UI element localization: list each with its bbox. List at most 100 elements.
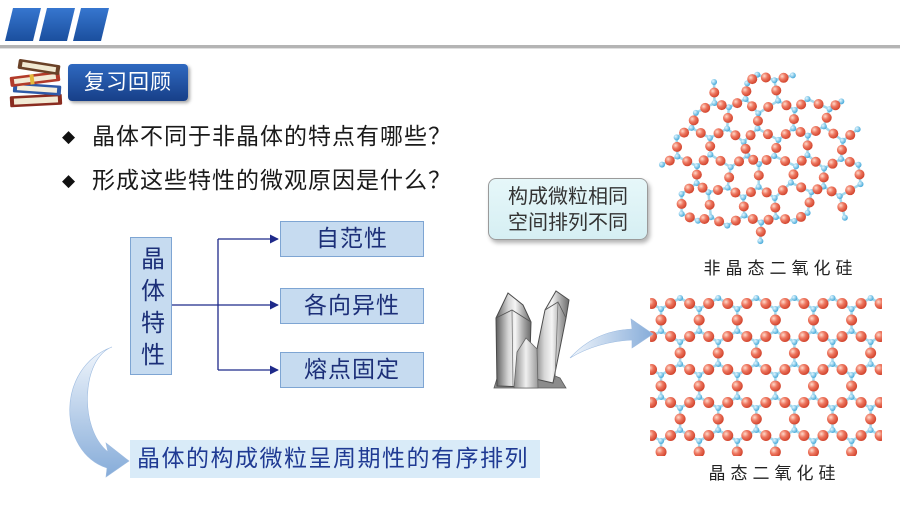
blue-atom (810, 438, 817, 444)
red-atom (700, 102, 711, 113)
blue-atom (658, 438, 665, 444)
blue-atom (734, 306, 741, 312)
red-atom (826, 186, 837, 197)
red-atom (760, 72, 771, 83)
blue-atom (793, 163, 800, 170)
red-atom (837, 201, 848, 212)
red-atom (703, 397, 715, 408)
red-atom (874, 397, 882, 408)
red-atom (712, 184, 723, 195)
red-atom (884, 381, 895, 392)
red-atom (760, 397, 772, 408)
red-atom (655, 446, 667, 456)
red-atom (646, 463, 657, 474)
book (9, 93, 63, 108)
blue-atom (696, 394, 703, 400)
red-atom (781, 100, 792, 111)
amorphous-silica-structure (658, 71, 865, 245)
blue-atom (836, 193, 843, 200)
red-atom (730, 130, 741, 141)
blue-atom (734, 438, 741, 444)
red-atom (874, 364, 882, 375)
red-atom (741, 298, 753, 309)
blue-atom (867, 295, 874, 301)
red-atom (821, 112, 832, 123)
book (17, 58, 61, 76)
property-box-self-shaping: 自范性 (280, 221, 424, 257)
red-atom (778, 72, 789, 83)
red-atom (874, 331, 882, 342)
red-atom (788, 114, 799, 125)
conclusion-box: 晶体的构成微粒呈周期性的有序排列 (130, 440, 540, 478)
red-atom (780, 129, 791, 140)
red-atom (679, 127, 690, 138)
blue-atom (706, 134, 713, 141)
red-atom (703, 364, 715, 375)
red-atom (846, 314, 858, 326)
blue-atom (677, 295, 684, 301)
blue-atom (724, 184, 731, 191)
red-atom (827, 158, 838, 169)
crystal-prism (513, 337, 539, 389)
red-atom (855, 397, 867, 408)
blue-atom (658, 372, 665, 378)
blue-atom (772, 328, 779, 334)
red-atom (741, 430, 753, 441)
blue-atom (791, 106, 798, 113)
blue-atom (658, 460, 664, 466)
blue-atom (867, 427, 874, 433)
red-atom (798, 397, 810, 408)
red-atom (748, 154, 759, 165)
red-atom (769, 446, 781, 456)
blue-atom (771, 152, 778, 159)
blue-atom (639, 471, 645, 477)
header-rule (0, 45, 900, 48)
red-atom (777, 185, 788, 196)
blue-atom (711, 79, 718, 86)
blue-atom (887, 460, 893, 466)
blue-atom (848, 328, 855, 334)
red-atom (763, 214, 774, 225)
blue-atom (887, 438, 893, 444)
blue-atom (753, 427, 760, 433)
blue-atom (715, 427, 722, 433)
blue-atom (810, 372, 817, 378)
blue-atom (758, 219, 765, 226)
blue-atom (791, 361, 798, 367)
amorphous-structure-label: 非晶态二氧化硅 (703, 259, 858, 279)
crystalline-silica-structure (637, 295, 895, 477)
diagram-connectors (172, 234, 279, 375)
red-atom (750, 347, 762, 359)
red-atom (637, 348, 648, 359)
red-atom (713, 128, 724, 139)
red-atom-layer (637, 298, 895, 474)
red-atom (722, 298, 734, 309)
red-atom (693, 380, 705, 392)
blue-atom (696, 438, 703, 444)
red-atom (665, 331, 677, 342)
red-atom (807, 380, 819, 392)
red-atom (763, 102, 774, 113)
red-atom (810, 156, 821, 167)
red-atom (722, 331, 734, 342)
red-atom (788, 169, 799, 180)
red-atom (760, 331, 772, 342)
blue-atom (727, 164, 734, 171)
blue-atom (678, 210, 685, 217)
red-atom (796, 211, 807, 222)
header-rule-highlight (0, 48, 900, 49)
red-atom (712, 413, 724, 425)
red-atom (650, 430, 658, 441)
red-atom (684, 331, 696, 342)
header-stripe (39, 8, 75, 41)
blue-atom (755, 110, 762, 117)
header-stripe (5, 8, 41, 41)
blue-atom (848, 372, 855, 378)
red-atom (691, 169, 702, 180)
red-atom (802, 140, 813, 151)
blue-atom (742, 95, 749, 102)
blue-atom (791, 339, 798, 345)
blue-atom (810, 306, 817, 312)
red-atom (798, 331, 810, 342)
red-atom (844, 156, 855, 167)
